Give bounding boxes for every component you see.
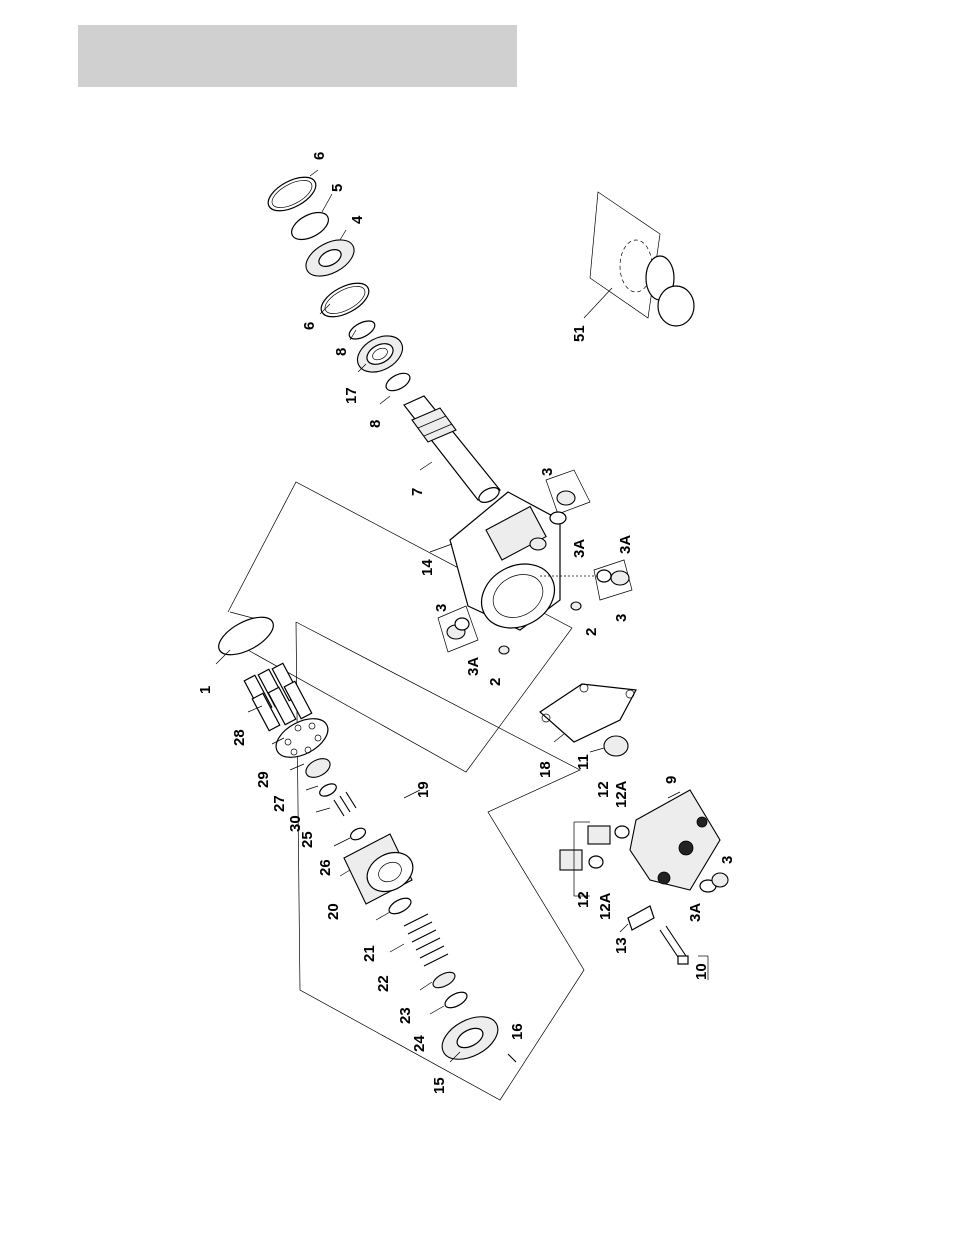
callout-label: 29 bbox=[255, 771, 272, 788]
callout-label: 5 bbox=[329, 184, 346, 192]
o-ring-3a-bottom bbox=[597, 570, 611, 582]
callout-label: 8 bbox=[367, 420, 384, 428]
callout-label: 17 bbox=[343, 387, 360, 404]
callout-label: 3 bbox=[719, 856, 736, 864]
seal-kit-51 bbox=[590, 192, 694, 326]
callout-label: 9 bbox=[663, 776, 680, 784]
callout-label: 2 bbox=[583, 628, 600, 636]
spherical-washer-27 bbox=[303, 755, 333, 781]
retaining-ring-6-top bbox=[263, 170, 321, 217]
callout-label: 23 bbox=[397, 1007, 414, 1024]
assembly-bracket-lower bbox=[296, 622, 584, 1100]
callout-label: 27 bbox=[271, 795, 288, 812]
callout-label: 2 bbox=[487, 678, 504, 686]
callout-label: 16 bbox=[509, 1023, 526, 1040]
callout-label: 3 bbox=[539, 468, 556, 476]
flange-13 bbox=[628, 906, 654, 930]
callout-label: 20 bbox=[325, 903, 342, 920]
callout-label: 19 bbox=[415, 781, 432, 798]
callout-label: 14 bbox=[419, 559, 436, 576]
housing-14 bbox=[450, 492, 566, 640]
callout-label: 12A bbox=[597, 892, 614, 920]
dowel-pin-2-right bbox=[571, 602, 581, 610]
bearing-11 bbox=[604, 736, 628, 756]
seal-4 bbox=[300, 233, 360, 284]
callout-label: 26 bbox=[317, 859, 334, 876]
callout-label: 3 bbox=[433, 604, 450, 612]
ring-26 bbox=[349, 826, 368, 842]
o-ring-3a-left bbox=[455, 618, 469, 630]
callout-label: 30 bbox=[287, 815, 304, 832]
callout-label: 11 bbox=[575, 754, 592, 770]
callout-label: 51 bbox=[571, 325, 588, 342]
spring-22 bbox=[404, 914, 448, 966]
o-ring-3a-right bbox=[550, 512, 566, 524]
callout-label: 7 bbox=[409, 488, 426, 496]
bolt-10 bbox=[660, 926, 688, 964]
callout-label: 6 bbox=[311, 152, 328, 160]
washer-30 bbox=[318, 781, 339, 798]
plug-12-top bbox=[588, 826, 629, 844]
callout-label: 12 bbox=[595, 781, 612, 798]
gasket-18 bbox=[540, 684, 636, 742]
callout-label: 21 bbox=[361, 945, 378, 962]
retaining-ring-6-lower bbox=[316, 276, 374, 323]
fitting-housing-right bbox=[530, 538, 546, 550]
callout-label: 10 bbox=[693, 963, 710, 980]
callout-label: 4 bbox=[349, 215, 366, 224]
callout-label: 12 bbox=[575, 891, 592, 908]
callout-label: 28 bbox=[231, 729, 248, 746]
pins-25 bbox=[334, 792, 356, 816]
callout-label: 18 bbox=[537, 761, 554, 778]
thrust-plate-1 bbox=[213, 610, 279, 663]
ring-24 bbox=[443, 989, 470, 1011]
callout-label: 22 bbox=[375, 975, 392, 992]
callout-label: 3 bbox=[613, 614, 630, 622]
plug-12-bottom bbox=[560, 850, 603, 870]
dowel-pin-2-left bbox=[499, 646, 509, 654]
cylinder-barrel-20 bbox=[344, 834, 420, 904]
callout-label: 3A bbox=[617, 535, 634, 554]
callout-label: 3A bbox=[687, 903, 704, 922]
callout-label: 13 bbox=[613, 937, 630, 954]
callout-label: 6 bbox=[301, 322, 318, 330]
callout-label: 12A bbox=[613, 780, 630, 808]
callout-label: 24 bbox=[411, 1035, 428, 1052]
end-cover-9 bbox=[630, 790, 720, 890]
pin-16 bbox=[508, 1054, 516, 1062]
washer-21 bbox=[387, 895, 414, 917]
callout-label: 1 bbox=[197, 686, 214, 694]
callout-label: 25 bbox=[299, 831, 316, 848]
snap-ring-8-lower bbox=[383, 370, 413, 395]
callout-label: 3A bbox=[571, 539, 588, 558]
callout-label: 3A bbox=[465, 657, 482, 676]
shim-5 bbox=[287, 207, 333, 245]
callout-label: 8 bbox=[333, 348, 350, 356]
plug-3-end-cover bbox=[700, 873, 728, 892]
washer-23 bbox=[431, 969, 458, 991]
valve-plate-15 bbox=[435, 1008, 505, 1068]
callout-label: 15 bbox=[431, 1077, 448, 1094]
